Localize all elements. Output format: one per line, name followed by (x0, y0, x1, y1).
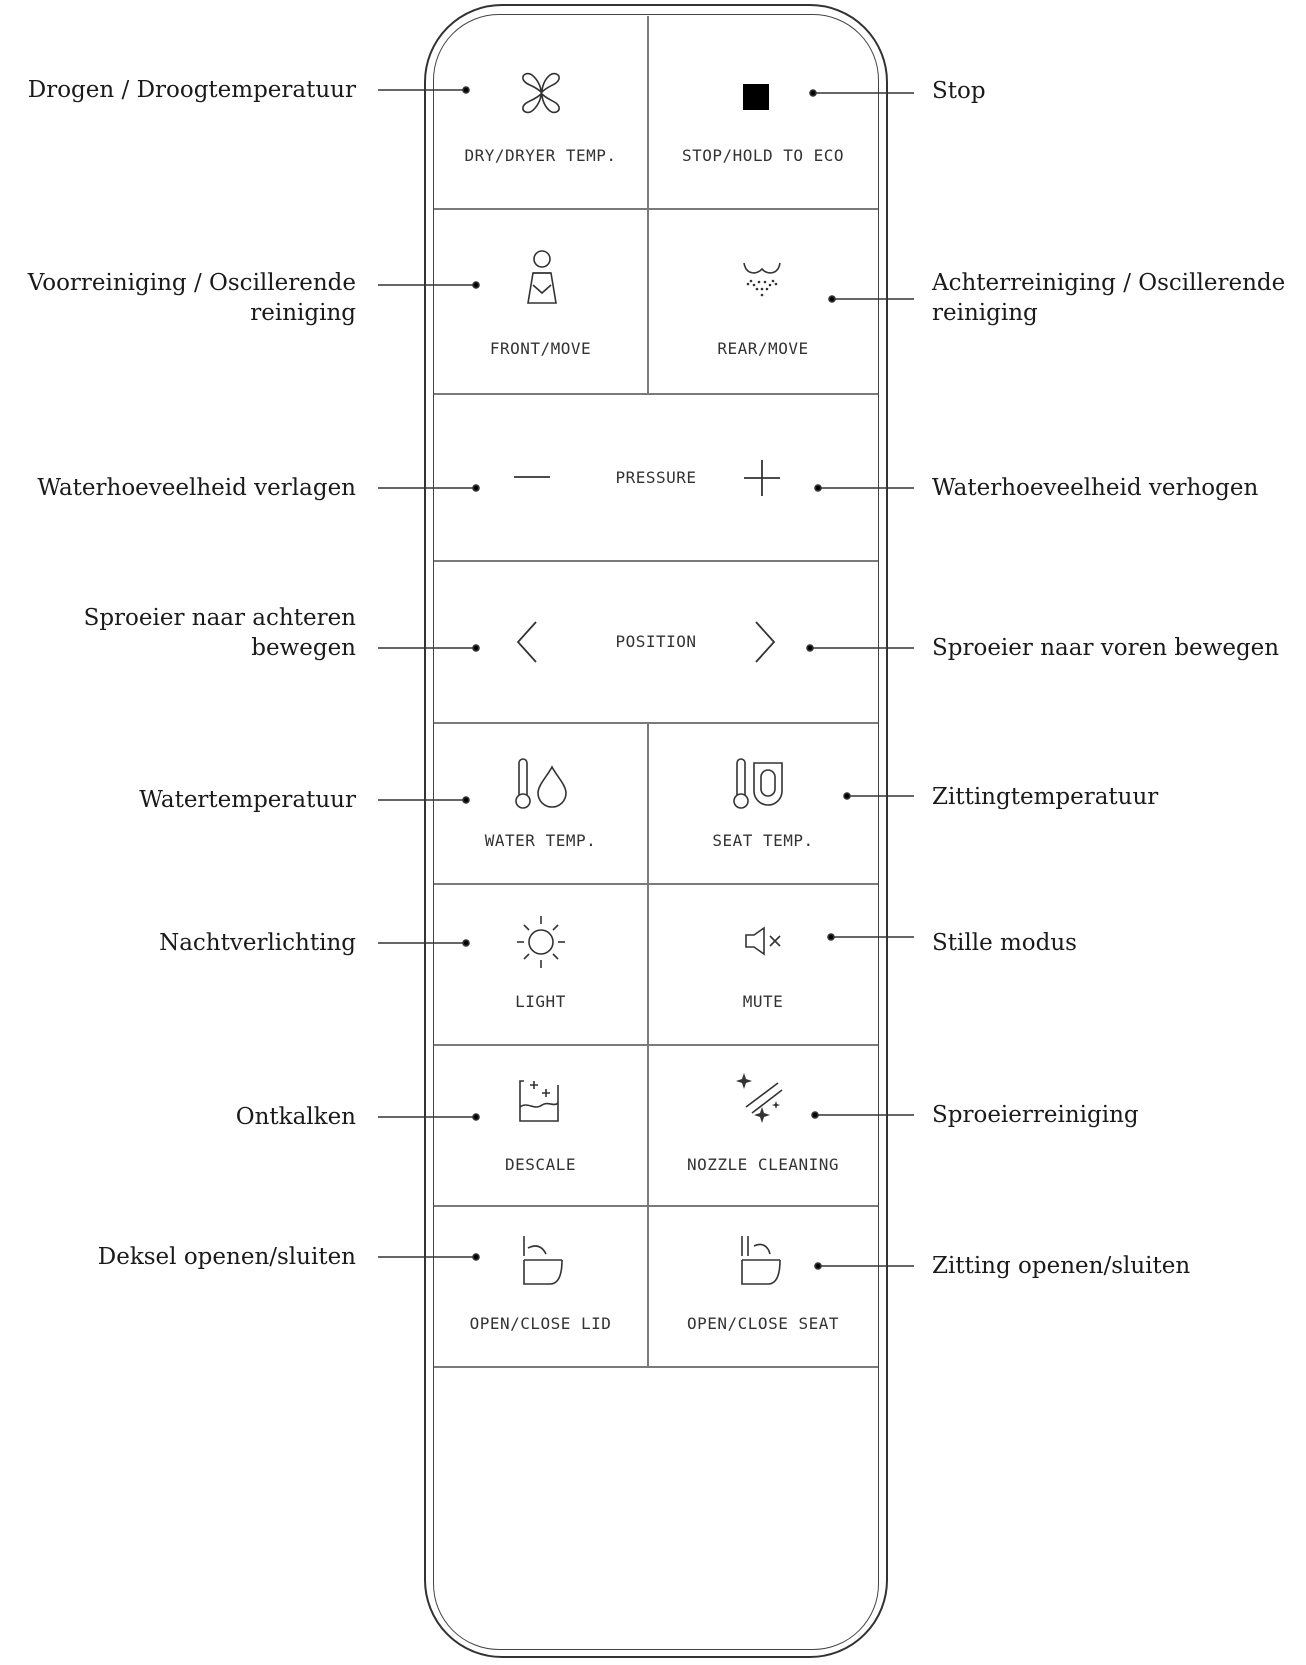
mute-label: MUTE (742, 992, 784, 1011)
callout-descale: Ontkalken (235, 1104, 356, 1130)
water-temp-button[interactable]: WATER TEMP. (434, 723, 647, 883)
stop-button-label: STOP/HOLD TO ECO (681, 146, 845, 165)
callout-rear-line1: Achterreiniging / Oscillerende (932, 270, 1286, 296)
callout-position-back-line1: Sproeier naar achteren (83, 605, 356, 631)
grid-line (434, 560, 878, 562)
position-label: POSITION (615, 632, 697, 651)
sun-icon (516, 914, 566, 970)
thermometer-seat-icon (732, 758, 788, 809)
front-wash-person-icon (524, 250, 560, 307)
dry-button-label: DRY/DRYER TEMP. (464, 146, 617, 165)
grid-line (434, 722, 878, 724)
grid-line (647, 722, 649, 1367)
descale-tank-icon (518, 1079, 560, 1123)
callout-front-line1: Voorreiniging / Oscillerende (27, 270, 356, 296)
plus-icon[interactable] (744, 460, 780, 496)
callout-position-back-line2: bewegen (251, 635, 356, 661)
remote-body-outline (424, 4, 888, 1658)
light-label: LIGHT (515, 992, 566, 1011)
front-button[interactable]: FRONT/MOVE (434, 209, 647, 393)
water-temp-label: WATER TEMP. (484, 831, 597, 850)
callout-stop: Stop (932, 78, 986, 104)
callout-position-forward: Sproeier naar voren bewegen (932, 635, 1280, 661)
callout-nozzle-cleaning: Sproeierreiniging (932, 1102, 1139, 1128)
seat-temp-button[interactable]: SEAT TEMP. (648, 723, 878, 883)
grid-line (434, 393, 878, 395)
grid-line (434, 1366, 878, 1368)
stop-button[interactable]: STOP/HOLD TO ECO (648, 16, 878, 208)
callout-pressure-up: Waterhoeveelheid verhogen (932, 475, 1259, 501)
open-close-seat-button[interactable]: OPEN/CLOSE SEAT (648, 1206, 878, 1366)
rear-button-label: REAR/MOVE (717, 339, 809, 358)
open-close-lid-label: OPEN/CLOSE LID (469, 1314, 612, 1333)
open-close-lid-button[interactable]: OPEN/CLOSE LID (434, 1206, 647, 1366)
grid-line (434, 1205, 878, 1207)
dry-button[interactable]: DRY/DRYER TEMP. (434, 16, 647, 208)
grid-line (647, 16, 649, 394)
chevron-left-icon[interactable] (516, 621, 538, 663)
callout-water-temp: Watertemperatuur (139, 787, 356, 813)
open-close-seat-label: OPEN/CLOSE SEAT (687, 1314, 839, 1333)
descale-label: DESCALE (505, 1155, 576, 1174)
pressure-row: PRESSURE (434, 394, 878, 560)
callout-dry: Drogen / Droogtemperatuur (27, 77, 356, 103)
nozzle-cleaning-button[interactable]: NOZZLE CLEANING (648, 1045, 878, 1205)
mute-button[interactable]: MUTE (648, 884, 878, 1044)
callout-position-back: Sproeier naar achteren bewegen (84, 603, 356, 663)
fan-icon (519, 71, 563, 115)
seat-temp-label: SEAT TEMP. (712, 831, 814, 850)
callout-open-close-seat: Zitting openen/sluiten (932, 1253, 1191, 1279)
position-row: POSITION (434, 561, 878, 722)
toilet-seat-icon (740, 1234, 784, 1286)
light-button[interactable]: LIGHT (434, 884, 647, 1044)
nozzle-cleaning-label: NOZZLE CLEANING (687, 1155, 839, 1174)
callout-pressure-down: Waterhoeveelheid verlagen (37, 475, 356, 501)
speaker-mute-icon (744, 926, 784, 956)
rear-button[interactable]: REAR/MOVE (648, 209, 878, 393)
pressure-label: PRESSURE (615, 468, 697, 487)
callout-seat-temp: Zittingtemperatuur (932, 784, 1159, 810)
callout-front: Voorreiniging / Oscillerende reiniging (28, 268, 356, 328)
callout-light: Nachtverlichting (159, 930, 356, 956)
toilet-lid-icon (522, 1234, 566, 1286)
callout-rear-line2: reiniging (932, 300, 1038, 326)
thermometer-droplet-icon (514, 758, 570, 809)
callout-open-close-lid: Deksel openen/sluiten (97, 1244, 356, 1270)
front-button-label: FRONT/MOVE (489, 339, 592, 358)
grid-line (434, 208, 878, 210)
grid-line (434, 883, 878, 885)
descale-button[interactable]: DESCALE (434, 1045, 647, 1205)
remote-body-inner-outline (433, 14, 879, 1650)
chevron-right-icon[interactable] (754, 621, 776, 663)
callout-rear: Achterreiniging / Oscillerende reiniging (932, 268, 1285, 328)
callout-mute: Stille modus (932, 930, 1077, 956)
grid-line (434, 1044, 878, 1046)
callout-front-line2: reiniging (250, 300, 356, 326)
minus-icon[interactable] (514, 475, 550, 479)
stop-square-icon (743, 84, 769, 110)
rear-wash-spray-icon (740, 259, 784, 299)
nozzle-sparkle-icon (734, 1073, 786, 1123)
